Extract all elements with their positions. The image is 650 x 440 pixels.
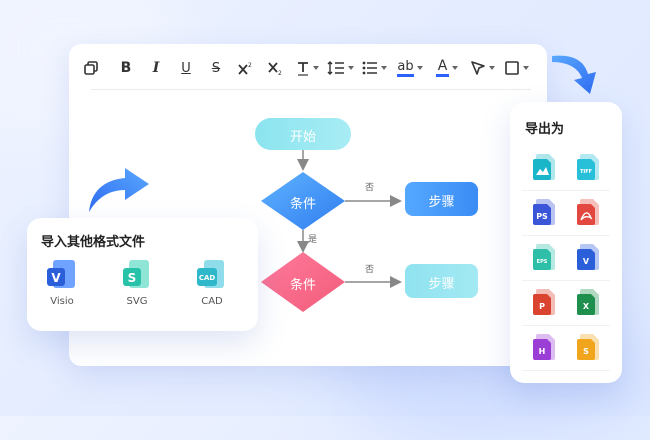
- strikethrough-button[interactable]: S: [201, 54, 231, 82]
- text-format-button[interactable]: [291, 54, 323, 82]
- copy-style-icon[interactable]: [81, 54, 101, 82]
- chevron-down-icon: [312, 66, 319, 70]
- powerpoint-file-icon[interactable]: P: [532, 288, 556, 316]
- svg-text:S: S: [583, 347, 589, 356]
- visio-file-icon[interactable]: V: [576, 243, 600, 271]
- eps-file-icon[interactable]: EPS: [532, 243, 556, 271]
- highlight-icon: ab: [397, 59, 414, 77]
- step-node-1[interactable]: [405, 182, 478, 216]
- edge-label-no: 否: [365, 265, 375, 275]
- cad-file-icon: CAD: [197, 260, 224, 288]
- tiff-file-icon[interactable]: TIFF: [576, 153, 600, 181]
- highlight-button[interactable]: ab: [391, 54, 429, 82]
- svg-text:P: P: [539, 302, 545, 311]
- pointer-icon: [470, 61, 485, 75]
- svg-text:TIFF: TIFF: [580, 169, 592, 175]
- svg-text:V: V: [583, 257, 590, 266]
- svg-text:X: X: [583, 302, 590, 311]
- excel-file-icon[interactable]: X: [576, 288, 600, 316]
- visio-file-icon: V: [47, 260, 75, 288]
- format-toolbar: B I U S 2 2 ab A: [81, 54, 537, 90]
- import-visio-option[interactable]: V Visio: [37, 258, 87, 307]
- strikethrough-icon: S: [211, 60, 221, 76]
- start-node-label: 开始: [289, 130, 316, 145]
- text-format-icon: [297, 62, 308, 76]
- svg-text:2: 2: [248, 62, 252, 69]
- svg-file-icon: S: [123, 260, 149, 288]
- export-panel-title: 导出为: [525, 122, 565, 137]
- flowchart-canvas: [255, 118, 478, 312]
- image-file-icon[interactable]: [532, 153, 556, 181]
- condition-node-2-label: 条件: [289, 278, 316, 293]
- curved-arrow-icon: [89, 168, 149, 212]
- pdf-file-icon[interactable]: [576, 198, 600, 226]
- svg-text:PS: PS: [536, 212, 548, 221]
- import-cad-option[interactable]: CAD CAD: [187, 258, 237, 307]
- condition-node-1[interactable]: [261, 172, 345, 230]
- pointer-button[interactable]: [465, 54, 499, 82]
- svg-text:H: H: [539, 347, 546, 356]
- curved-arrow-icon: [552, 55, 596, 94]
- chevron-down-icon: [416, 66, 423, 70]
- svg-letter: S: [128, 271, 137, 285]
- import-panel: 导入其他格式文件 V Visio S SVG CAD CAD: [27, 218, 258, 331]
- italic-icon: I: [152, 60, 160, 76]
- chevron-down-icon: [347, 66, 354, 70]
- ps-file-icon[interactable]: PS: [532, 198, 556, 226]
- format-label: CAD: [201, 296, 223, 307]
- shape-icon: [504, 61, 519, 75]
- format-label: SVG: [126, 296, 148, 307]
- step-node-1-label: 步骤: [428, 195, 455, 210]
- step-node-2-label: 步骤: [428, 277, 455, 292]
- condition-node-1-label: 条件: [289, 197, 316, 212]
- svg-text:2: 2: [278, 70, 282, 76]
- subscript-icon: 2: [268, 62, 282, 76]
- underline-button[interactable]: U: [171, 54, 201, 82]
- line-spacing-button[interactable]: [323, 54, 357, 82]
- import-panel-title: 导入其他格式文件: [41, 235, 146, 250]
- start-node[interactable]: [255, 118, 351, 150]
- bold-button[interactable]: B: [111, 54, 141, 82]
- import-svg-option[interactable]: S SVG: [112, 258, 162, 307]
- slides-file-icon[interactable]: S: [576, 333, 600, 361]
- format-label: Visio: [50, 296, 74, 307]
- superscript-icon: 2: [238, 62, 252, 75]
- list-button[interactable]: [357, 54, 391, 82]
- export-format-row: TIFF: [522, 146, 610, 191]
- cad-letter: CAD: [199, 274, 216, 282]
- edge-label-no: 否: [365, 183, 375, 193]
- font-color-icon: A: [435, 59, 450, 77]
- font-color-button[interactable]: A: [429, 54, 465, 82]
- list-icon: [362, 61, 377, 75]
- condition-node-2[interactable]: [261, 252, 345, 312]
- line-spacing-icon: [327, 61, 344, 75]
- export-format-row: PS: [522, 191, 610, 236]
- chevron-down-icon: [452, 66, 459, 70]
- chevron-down-icon: [488, 66, 495, 70]
- italic-button[interactable]: I: [141, 54, 171, 82]
- underline-icon: U: [181, 60, 191, 76]
- subscript-button[interactable]: 2: [261, 54, 291, 82]
- bold-icon: B: [120, 60, 132, 76]
- edge-label-yes: 是: [308, 235, 318, 245]
- shape-button[interactable]: [499, 54, 533, 82]
- export-format-row: EPS V: [522, 236, 610, 281]
- chevron-down-icon: [380, 66, 387, 70]
- svg-text:EPS: EPS: [537, 259, 548, 265]
- superscript-button[interactable]: 2: [231, 54, 261, 82]
- step-node-2[interactable]: [405, 264, 478, 298]
- visio-letter: V: [51, 271, 61, 285]
- chevron-down-icon: [522, 66, 529, 70]
- html-file-icon[interactable]: H: [532, 333, 556, 361]
